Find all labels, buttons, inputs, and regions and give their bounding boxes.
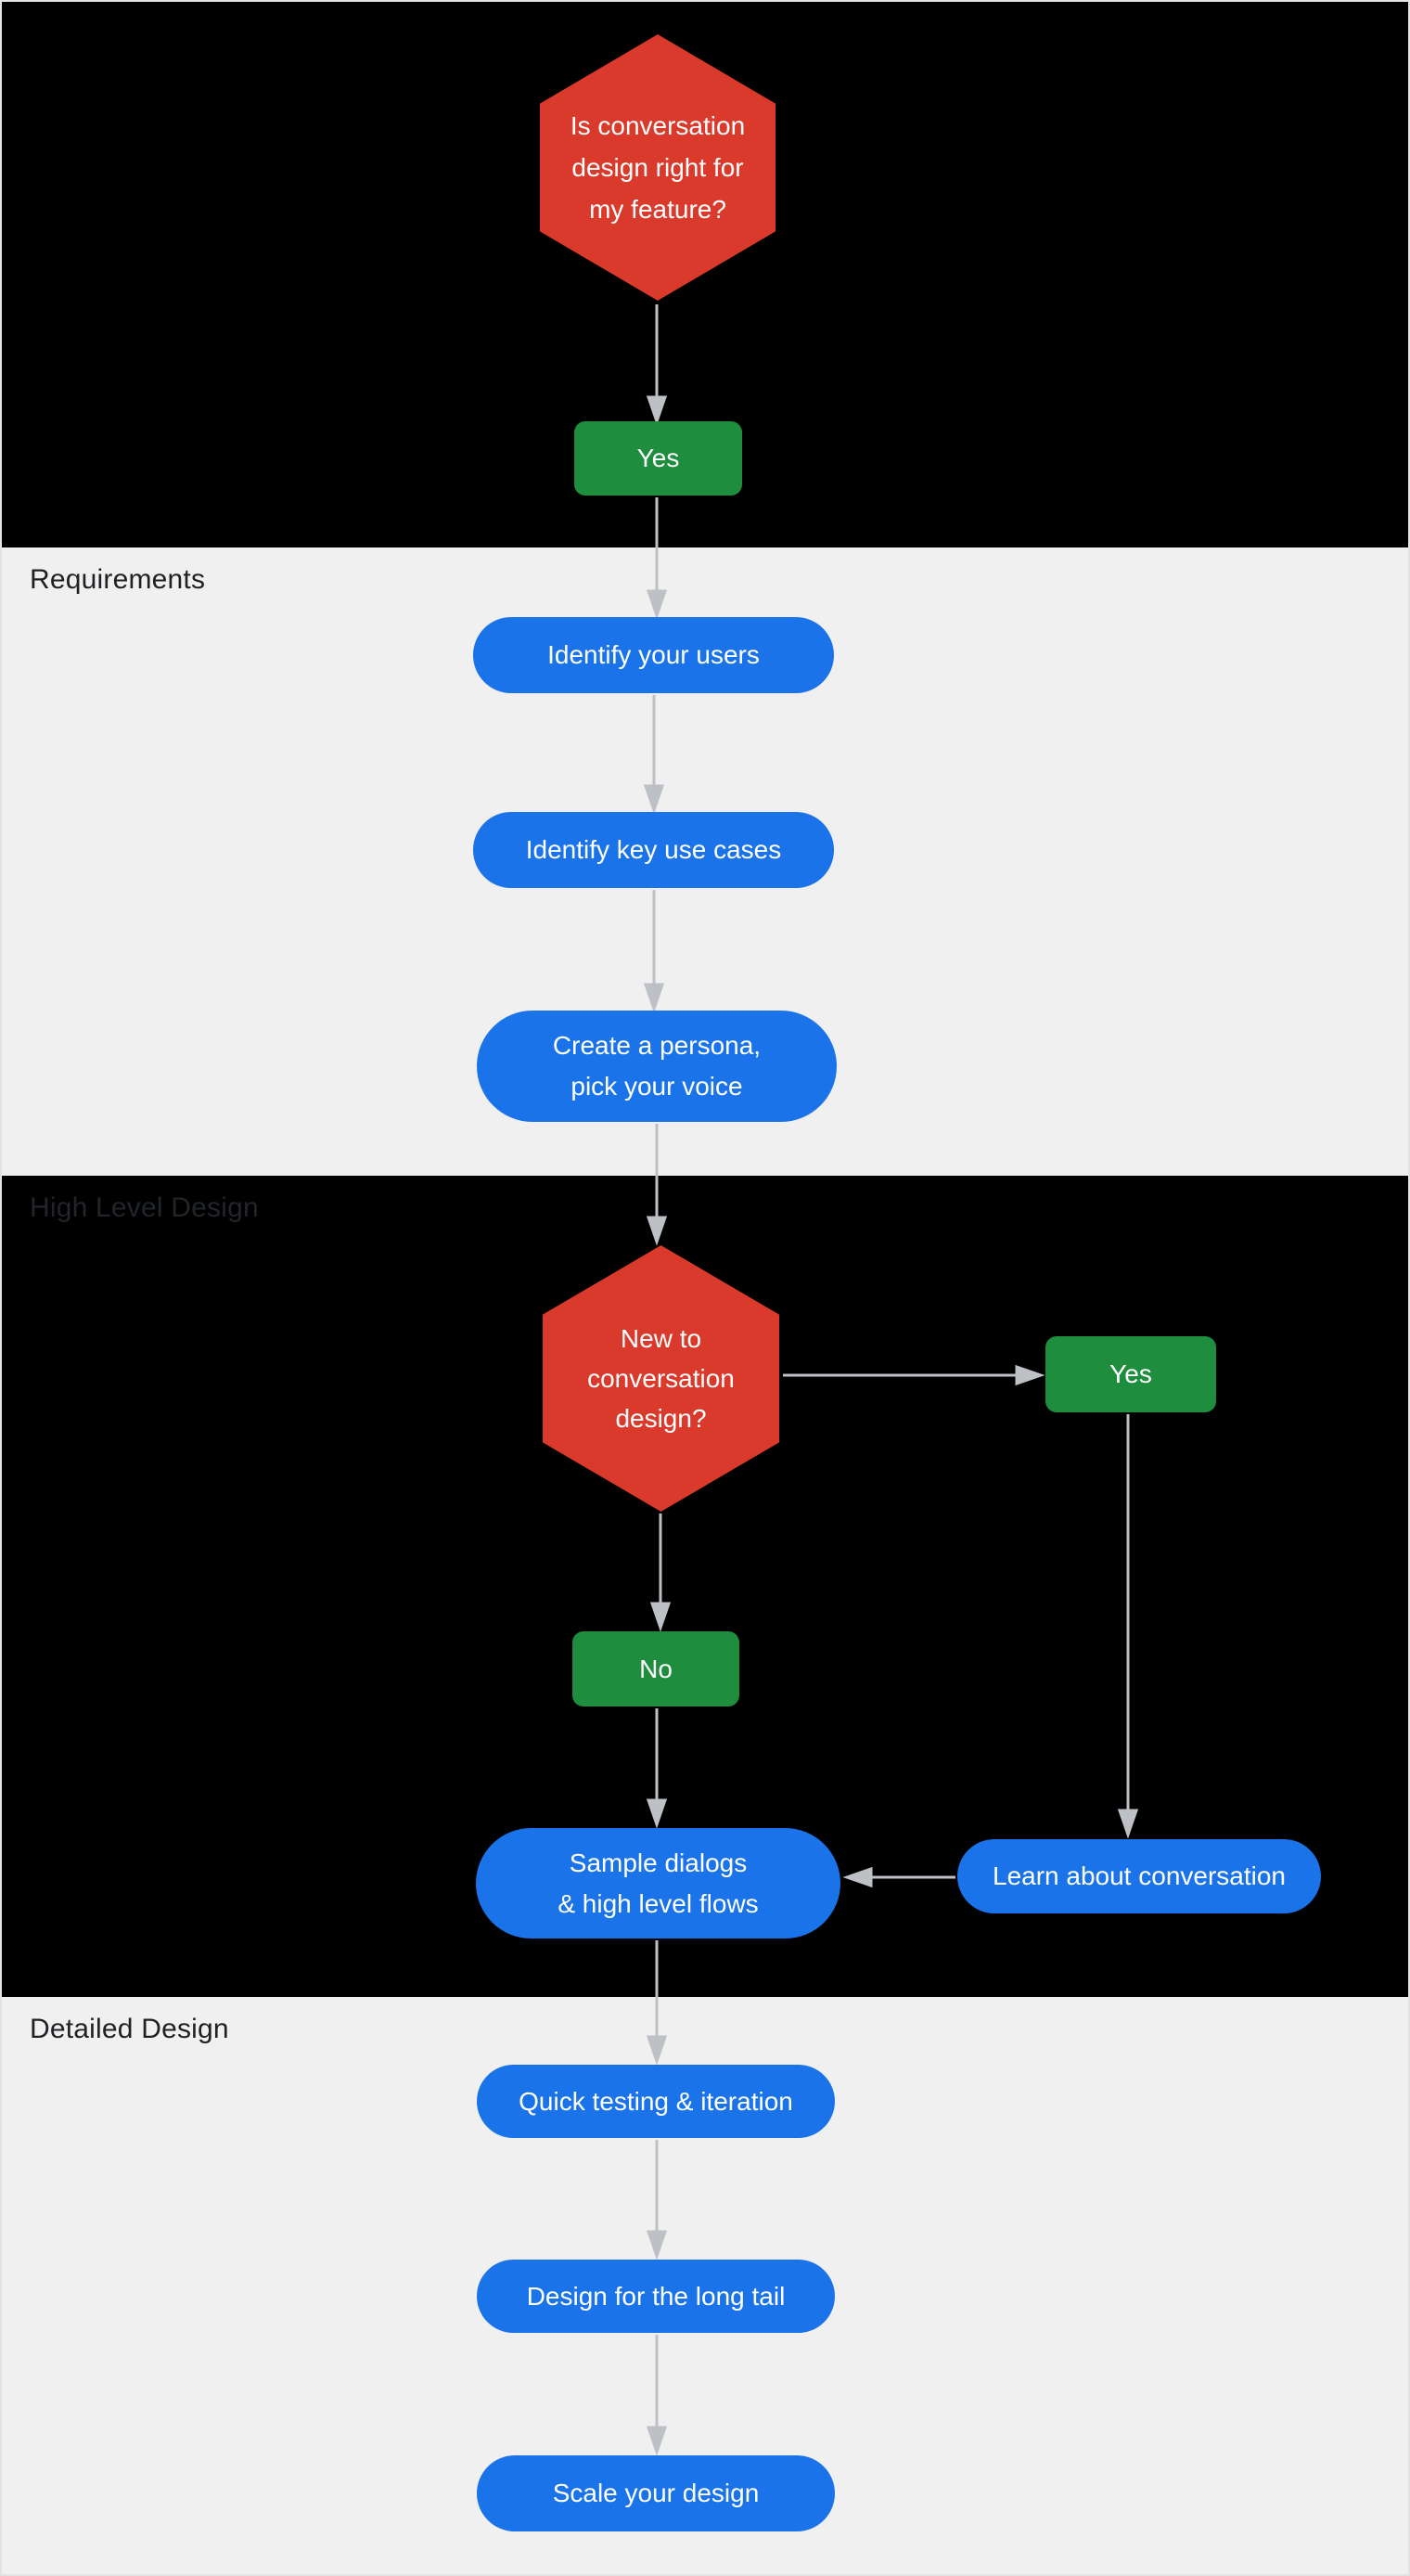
pill-identify-your-users[interactable]: Identify your users: [473, 617, 834, 693]
section-title-requirements: Requirements: [30, 564, 206, 595]
pill-identify-key-use-cases[interactable]: Identify key use cases: [473, 812, 834, 888]
pill-learn-about-conversation[interactable]: Learn about conversation: [957, 1839, 1321, 1913]
yes-button-top[interactable]: Yes: [574, 421, 742, 496]
section-title-detailed-design: Detailed Design: [30, 2014, 229, 2044]
pill-scale-your-design[interactable]: Scale your design: [477, 2455, 835, 2531]
pill-quick-testing-iteration[interactable]: Quick testing & iteration: [477, 2065, 835, 2138]
section-title-high-level-design: High Level Design: [30, 1192, 259, 1223]
pill-design-for-long-tail[interactable]: Design for the long tail: [477, 2260, 835, 2333]
pill-create-persona-pick-voice[interactable]: Create a persona, pick your voice: [477, 1011, 837, 1122]
pill-sample-dialogs-high-level-flows[interactable]: Sample dialogs & high level flows: [476, 1828, 840, 1938]
yes-button-right[interactable]: Yes: [1045, 1336, 1216, 1412]
no-button[interactable]: No: [572, 1631, 739, 1707]
